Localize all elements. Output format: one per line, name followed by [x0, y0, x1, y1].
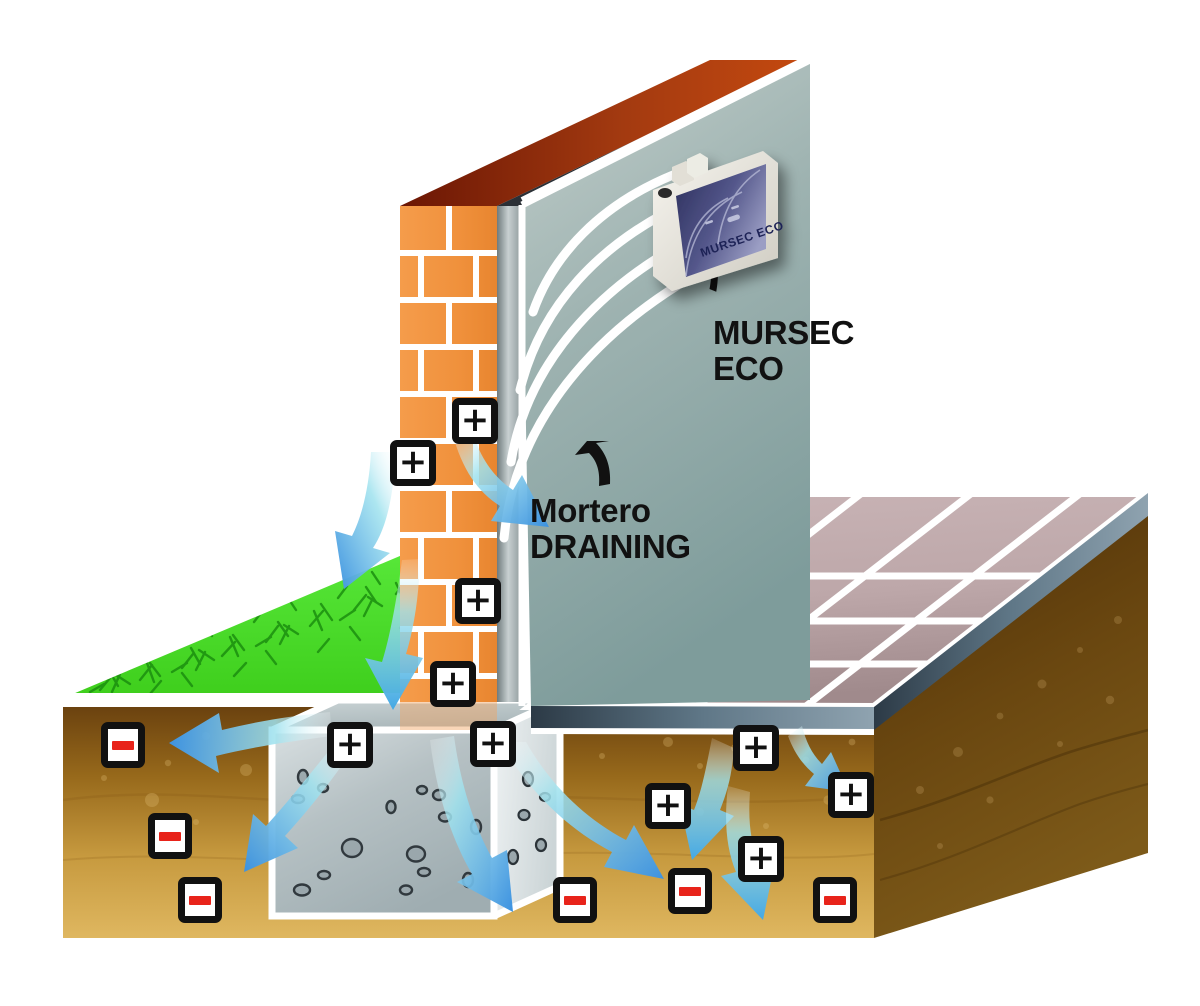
charge-badge-minus-n5	[668, 868, 712, 914]
charge-badge-minus-n4	[553, 877, 597, 923]
mursec-eco-device: MURSEC ECO	[653, 151, 786, 291]
plus-icon: +	[653, 784, 683, 825]
device-label-line1: MURSEC	[713, 314, 855, 351]
arrow-left-soil	[169, 712, 332, 773]
charge-badge-minus-n1	[101, 722, 145, 768]
minus-icon	[189, 895, 211, 905]
charge-badge-plus-p1: +	[452, 398, 498, 444]
charge-badge-plus-p7: +	[733, 725, 779, 771]
plus-icon: +	[746, 837, 776, 878]
device-label: MURSEC ECO	[713, 314, 855, 387]
minus-icon	[159, 831, 181, 841]
device-label-line2: ECO	[713, 350, 784, 387]
arrow-down-left-grass	[335, 452, 396, 589]
plus-icon: +	[335, 723, 365, 764]
charge-badge-plus-p5: +	[327, 722, 373, 768]
arrow-down-wall-base	[365, 559, 423, 710]
mortar-label-line1: Mortero	[530, 492, 651, 529]
minus-icon	[564, 895, 586, 905]
arrow-down-soil-bottom	[430, 736, 513, 912]
water-arrows	[169, 432, 849, 920]
plus-icon: +	[438, 662, 468, 703]
arrow-down-soil-right-1	[680, 738, 734, 860]
arrow-down-left-soil	[244, 742, 353, 872]
charge-badge-minus-n3	[178, 877, 222, 923]
mortar-label-line2: DRAINING	[530, 528, 691, 565]
charge-badge-plus-p4: +	[430, 661, 476, 707]
minus-icon	[824, 895, 846, 905]
mortar-label: Mortero DRAINING	[530, 493, 691, 565]
mortar-pointer-arrow	[575, 441, 611, 486]
charge-badge-plus-p9: +	[828, 772, 874, 818]
charge-badge-minus-n6	[813, 877, 857, 923]
plus-icon: +	[460, 399, 490, 440]
charge-badge-plus-p6: +	[470, 721, 516, 767]
plus-icon: +	[478, 722, 508, 763]
plus-icon: +	[836, 773, 866, 814]
minus-icon	[679, 886, 701, 896]
charge-badge-minus-n2	[148, 813, 192, 859]
arrow-down-right-wall	[452, 432, 549, 527]
plus-icon: +	[741, 726, 771, 767]
charge-badge-plus-p2: +	[390, 440, 436, 486]
plus-icon: +	[398, 441, 428, 482]
device-screen-arcs	[685, 169, 761, 277]
arrow-down-right-soil	[500, 742, 664, 879]
charge-badge-plus-p10: +	[738, 836, 784, 882]
charge-badge-plus-p3: +	[455, 578, 501, 624]
minus-icon	[112, 740, 134, 750]
plus-icon: +	[463, 579, 493, 620]
charge-badge-plus-p8: +	[645, 783, 691, 829]
